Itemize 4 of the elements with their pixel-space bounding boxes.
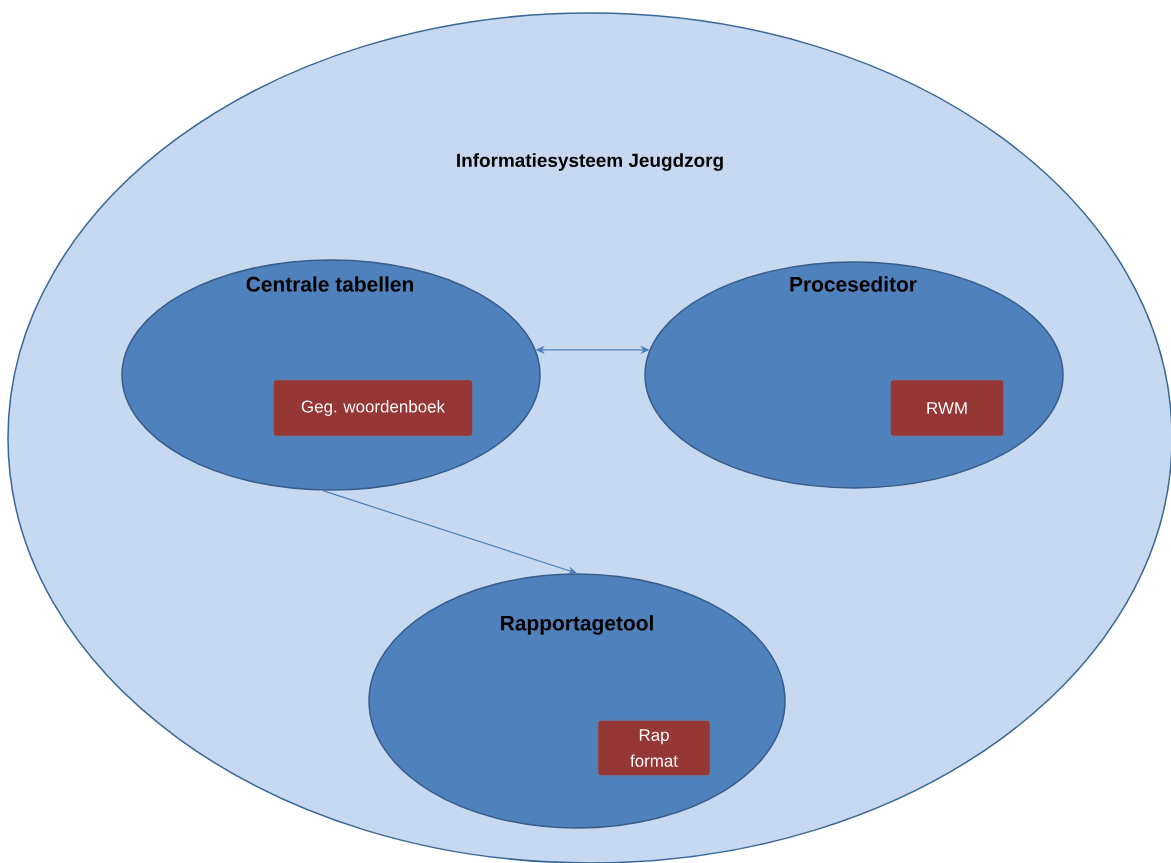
module-box: RWM <box>889 378 1005 438</box>
module-box: Rap format <box>596 719 712 777</box>
arrow <box>322 490 577 575</box>
module-box: Geg. woordenboek <box>272 378 474 438</box>
